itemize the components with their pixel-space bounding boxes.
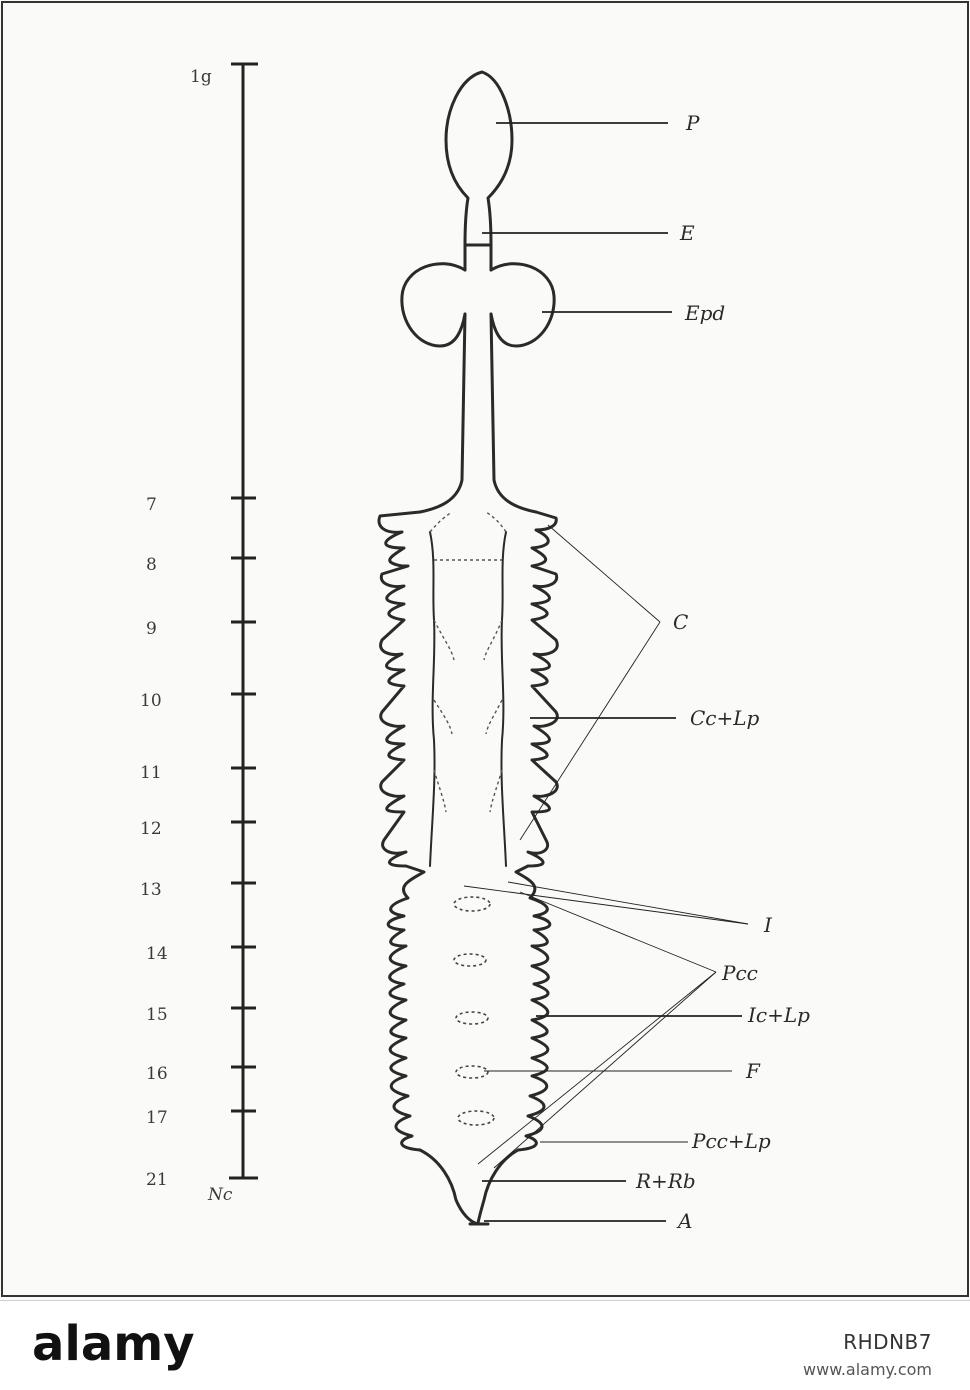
scale-top-label: 1g [190, 67, 212, 87]
alamy-logo: alamy [32, 1316, 232, 1380]
stock-footer: alamy RHDNB7 www.alamy.com [0, 1300, 970, 1390]
leader-lines [463, 122, 749, 1222]
scale-tick-label: 14 [146, 944, 168, 964]
trunk-left-top [418, 312, 467, 514]
label-Pcc: Pcc [721, 961, 758, 985]
epipodium-left-lobe [400, 262, 467, 348]
scale-tick-label: 15 [146, 1005, 168, 1025]
alamy-logo-text: alamy [32, 1316, 195, 1372]
label-P: P [685, 111, 700, 135]
trunk-right-segments [514, 510, 559, 1152]
label-E: E [679, 221, 695, 245]
organism-outline [377, 70, 559, 1226]
footer-divider [0, 1300, 970, 1301]
diagram-svg: 1g Nc 7 8 9 10 11 12 13 14 15 16 17 21 [1, 1, 969, 1297]
leader-C-2 [519, 621, 661, 841]
epipodium-right-lobe [489, 262, 556, 348]
leader-Pcc-3 [493, 971, 717, 1169]
scale-tick-label: 16 [146, 1064, 168, 1084]
scale-tick-label: 9 [146, 619, 157, 639]
trunk-right-top [489, 312, 538, 514]
scale-tick-label: 7 [146, 495, 157, 515]
structure-labels: P E Epd C Cc+Lp I Pcc Ic+Lp F Pcc+Lp R+R… [635, 111, 810, 1233]
trunk-left-segments [377, 510, 426, 1152]
dashed-ovals [453, 896, 495, 1126]
scale-tick-label: 21 [146, 1170, 168, 1190]
leader-Pcc-1 [519, 891, 717, 973]
label-C: C [673, 610, 688, 634]
diagram-figure: 1g Nc 7 8 9 10 11 12 13 14 15 16 17 21 [1, 1, 969, 1297]
neck-outline [463, 243, 493, 272]
figure-frame [1, 1, 969, 1297]
leader-Pcc-2 [477, 971, 717, 1165]
head-bulb-outline [444, 70, 514, 247]
trunk-inner-right [500, 531, 507, 867]
site-url[interactable]: www.alamy.com [803, 1360, 932, 1379]
trunk-inner-left [429, 531, 436, 867]
label-A: A [676, 1209, 692, 1233]
label-F: F [745, 1059, 761, 1083]
label-CcLp: Cc+Lp [690, 706, 760, 730]
alamy-logo-mark: alamy [32, 1316, 195, 1372]
scale-ticks [231, 496, 256, 1113]
scale-tick-label: 11 [140, 763, 162, 783]
label-RRb: R+Rb [635, 1169, 696, 1193]
leader-C-1 [547, 524, 661, 623]
scale-bar: 1g Nc 7 8 9 10 11 12 13 14 15 16 17 21 [140, 62, 258, 1205]
label-I: I [763, 913, 773, 937]
scale-tick-label: 8 [146, 555, 157, 575]
label-PccLp: Pcc+Lp [691, 1129, 771, 1153]
tail-left [418, 1148, 480, 1226]
scale-tick-label: 10 [140, 691, 162, 711]
scale-tick-label: 12 [140, 819, 162, 839]
segment-dashes [429, 511, 507, 813]
scale-bottom-label: Nc [207, 1185, 233, 1205]
scale-tick-label: 13 [140, 880, 162, 900]
tail-right [476, 1148, 520, 1226]
label-Epd: Epd [684, 301, 725, 325]
label-IcLp: Ic+Lp [747, 1003, 810, 1027]
leader-I-1 [463, 885, 749, 925]
leader-I-2 [507, 881, 749, 925]
image-id: RHDNB7 [843, 1330, 932, 1354]
scale-tick-label: 17 [146, 1108, 168, 1128]
